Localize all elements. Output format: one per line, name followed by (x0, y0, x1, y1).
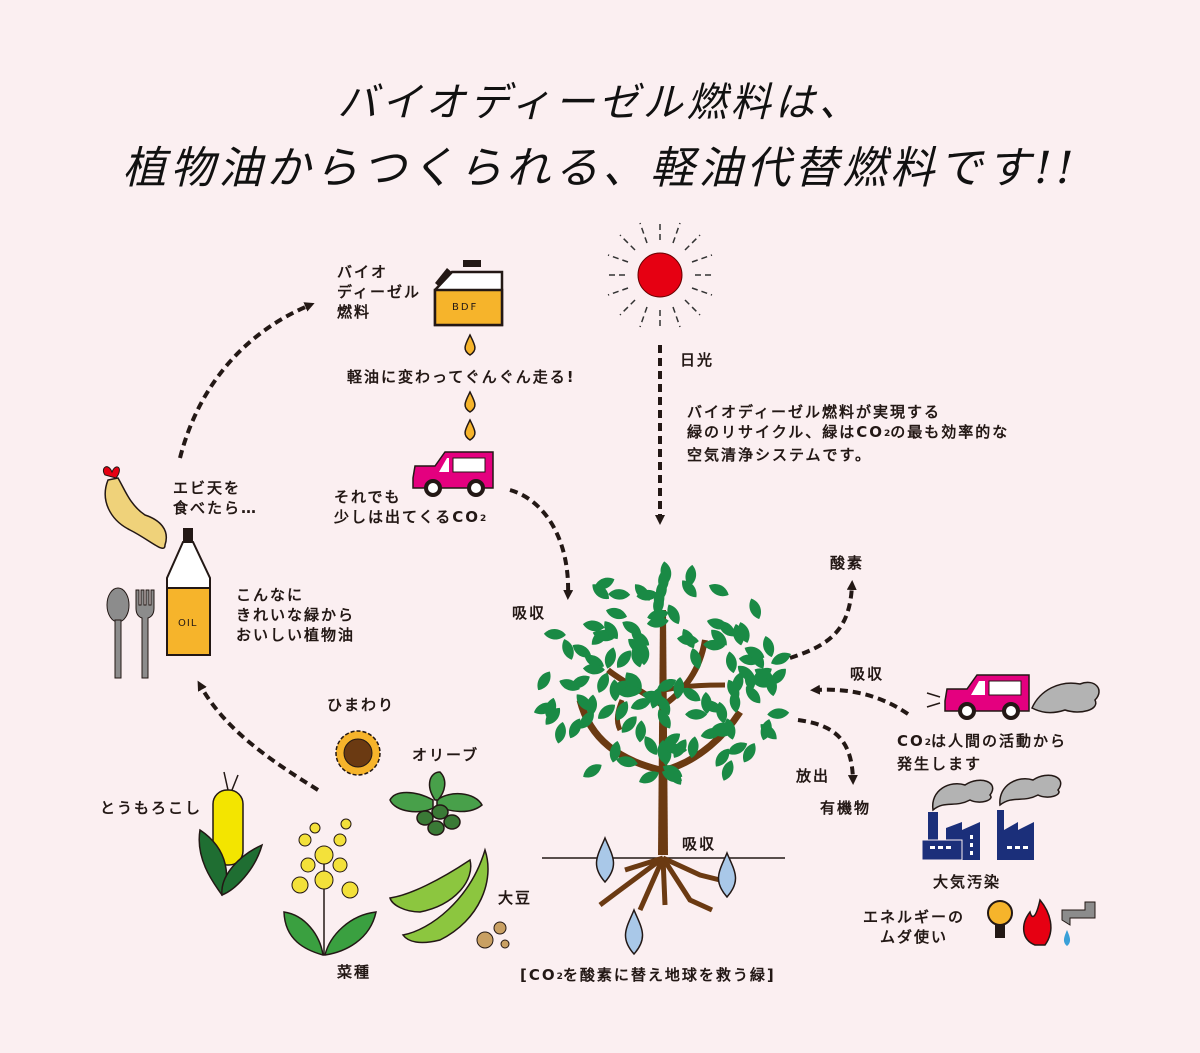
oxygen-label: 酸素 (830, 554, 865, 572)
plants-to-oil-arrow (197, 680, 320, 792)
bdf-fuel-label: バイオ ディーゼル 燃料 (337, 263, 421, 321)
ebiten-label: エビ天を 食べたら… (173, 479, 259, 517)
emit-arrow (797, 718, 858, 785)
olive-label: オリーブ (412, 746, 480, 764)
emit-label: 放出 (796, 767, 831, 785)
tree-leaf (543, 628, 567, 641)
bdf-can-label: BDF (452, 302, 479, 313)
soybean-label: 大豆 (498, 889, 533, 907)
title-line-2: 植物油からつくられる、軽油代替燃料です!! (122, 143, 1078, 194)
human-co2-label: CO2は人間の活動から 発生します (897, 732, 1068, 773)
sunflower-label: ひまわり (327, 696, 396, 714)
ebiten-to-bdf-arrow (178, 302, 315, 459)
right-car-icon (926, 674, 1030, 720)
oil-bottle-icon (166, 528, 211, 656)
corn-label: とうもろこし (100, 799, 203, 817)
tasty-oil-label: こんなに きれいな緑から おいしい植物油 (236, 586, 356, 644)
title-line-1: バイオディーゼル燃料は、 (337, 80, 863, 126)
sunflower-icon (335, 730, 381, 776)
oil-bottle-label: OIL (178, 618, 198, 629)
exhaust-smoke-icon (1031, 681, 1100, 714)
car-co2-label: それでも 少しは出てくるCO2 (334, 488, 487, 526)
green-recycle-text: バイオディーゼル燃料が実現する 緑のリサイクル、緑はCO2の最も効率的な 空気清… (687, 403, 1010, 464)
absorb-top-label: 吸収 (512, 604, 547, 622)
pollution-label: 大気汚染 (933, 873, 1002, 891)
tree-leaf (608, 588, 631, 601)
tree-leaf (724, 650, 739, 675)
flame-icon (1023, 898, 1052, 946)
rapeseed-icon (283, 818, 377, 957)
tree-leaf (533, 668, 555, 693)
tree-icon (532, 560, 794, 855)
car-to-tree-arrow (509, 488, 574, 600)
energy-waste-label: エネルギーの ムダ使い (863, 908, 966, 946)
lightbulb-icon (987, 900, 1013, 938)
caption: [CO2を酸素に替え地球を救う緑] (520, 966, 776, 984)
bdf-can-icon (433, 260, 504, 327)
tree-leaf (706, 580, 731, 600)
sun-icon (605, 220, 715, 330)
absorb-root-label: 吸収 (682, 835, 717, 853)
sunlight-label: 日光 (680, 351, 715, 369)
tree-leaf (602, 645, 619, 671)
roots-icon (598, 855, 721, 913)
oil-drops (464, 333, 476, 441)
diesel-run-label: 軽油に変わってぐんぐん走る! (347, 368, 576, 386)
corn-icon (198, 771, 264, 897)
tree-leaf (594, 700, 619, 723)
oxygen-arrow (789, 580, 857, 660)
rapeseed-label: 菜種 (337, 963, 372, 981)
tree-leaf (580, 760, 605, 782)
tree-leaf (746, 596, 765, 621)
tree-leaf (604, 605, 629, 622)
faucet-icon (1061, 901, 1096, 946)
spoon-fork-icon (106, 587, 155, 679)
factory-icon (921, 774, 1062, 861)
water-drops-icon (595, 836, 737, 956)
organic-label: 有機物 (820, 799, 872, 817)
soybean-icon (389, 847, 510, 949)
shrimp-tempura-icon (102, 466, 167, 549)
car-icon (412, 451, 494, 497)
olive-icon (389, 771, 483, 836)
tree-leaf (613, 647, 635, 672)
tree-leaf (553, 720, 568, 745)
absorb-right-label: 吸収 (850, 665, 885, 683)
tree-leaf (766, 707, 790, 720)
tree-leaf (685, 709, 708, 720)
absorb-arrow (810, 684, 910, 716)
